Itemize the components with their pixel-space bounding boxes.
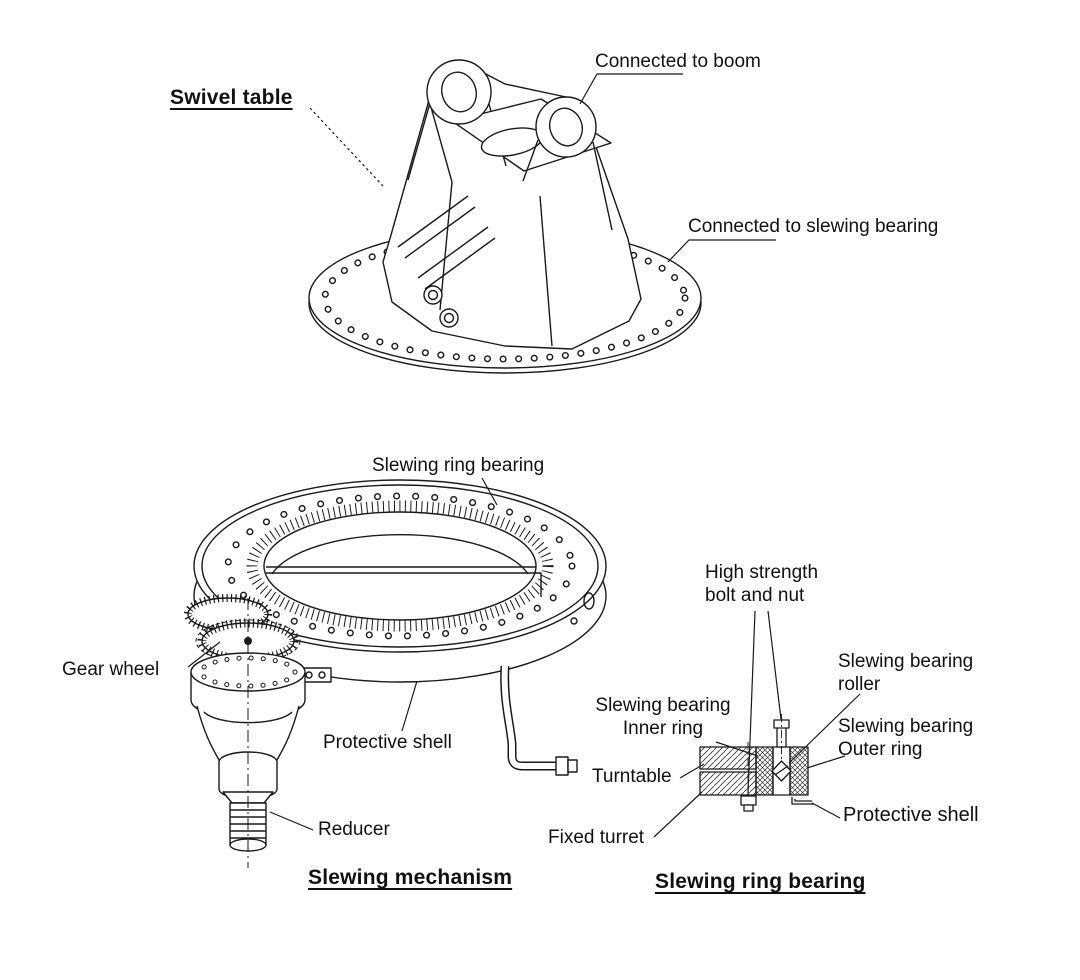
bottom-bolt-nut — [740, 742, 757, 812]
turntable-label: Turntable — [592, 766, 672, 787]
leader-gear-wheel — [187, 641, 221, 668]
slewing-ring-bearing-heading: Slewing ring bearing — [655, 870, 866, 893]
leader-bolt-nut-1 — [747, 610, 756, 794]
leader-ring-bearing-callout — [481, 477, 498, 506]
leader-reducer — [269, 811, 314, 831]
leader-inner-ring — [715, 741, 759, 757]
leader-lines — [187, 73, 861, 838]
leader-outer-ring — [806, 755, 846, 769]
slewing-ring-bearing-callout: Slewing ring bearing — [372, 455, 545, 476]
fixed-turret-label: Fixed turret — [548, 827, 645, 848]
protective-shell-label: Protective shell — [323, 732, 452, 753]
outer-ring-label: Slewing bearing Outer ring — [838, 716, 974, 760]
leader-connected-boom — [579, 73, 683, 105]
bracket-body — [382, 59, 642, 350]
swivel-table-drawing — [308, 59, 702, 374]
inner-ring-section — [755, 746, 774, 796]
protective-shell-section-label: Protective shell — [843, 804, 979, 826]
leader-protective-shell — [401, 680, 418, 732]
bearing-roller-section — [771, 760, 792, 782]
leader-swivel-table — [309, 107, 384, 187]
leader-fixed-turret — [653, 791, 703, 838]
gear-wheel-label: Gear wheel — [62, 659, 160, 680]
leader-bolt-nut-2 — [767, 610, 782, 720]
connected-to-slewing-bearing-label: Connected to slewing bearing — [688, 216, 939, 237]
leader-connected-slewing — [667, 239, 776, 263]
leader-roller — [788, 693, 861, 764]
leader-turntable — [679, 763, 705, 779]
leader-protective-shell-section — [811, 802, 841, 819]
swivel-table-heading: Swivel table — [170, 86, 293, 109]
connected-to-boom-label: Connected to boom — [595, 51, 761, 72]
top-bolt — [773, 714, 790, 760]
slewing-ring — [193, 479, 607, 683]
inner-ring-label: Slewing bearing Inner ring — [595, 695, 731, 739]
slewing-mechanism-drawing — [184, 479, 607, 868]
grease-pipe — [500, 665, 578, 776]
bearing-roller-label: Slewing bearing roller — [838, 651, 974, 695]
slewing-mechanism-heading: Slewing mechanism — [308, 866, 513, 889]
protective-shell-bracket — [791, 797, 814, 805]
high-strength-bolt-label: High strength bolt and nut — [705, 562, 819, 606]
outer-ring-section — [789, 746, 809, 796]
reducer-label: Reducer — [318, 819, 390, 840]
reducer-assembly — [190, 598, 306, 868]
ring-bearing-section-drawing — [699, 714, 814, 812]
